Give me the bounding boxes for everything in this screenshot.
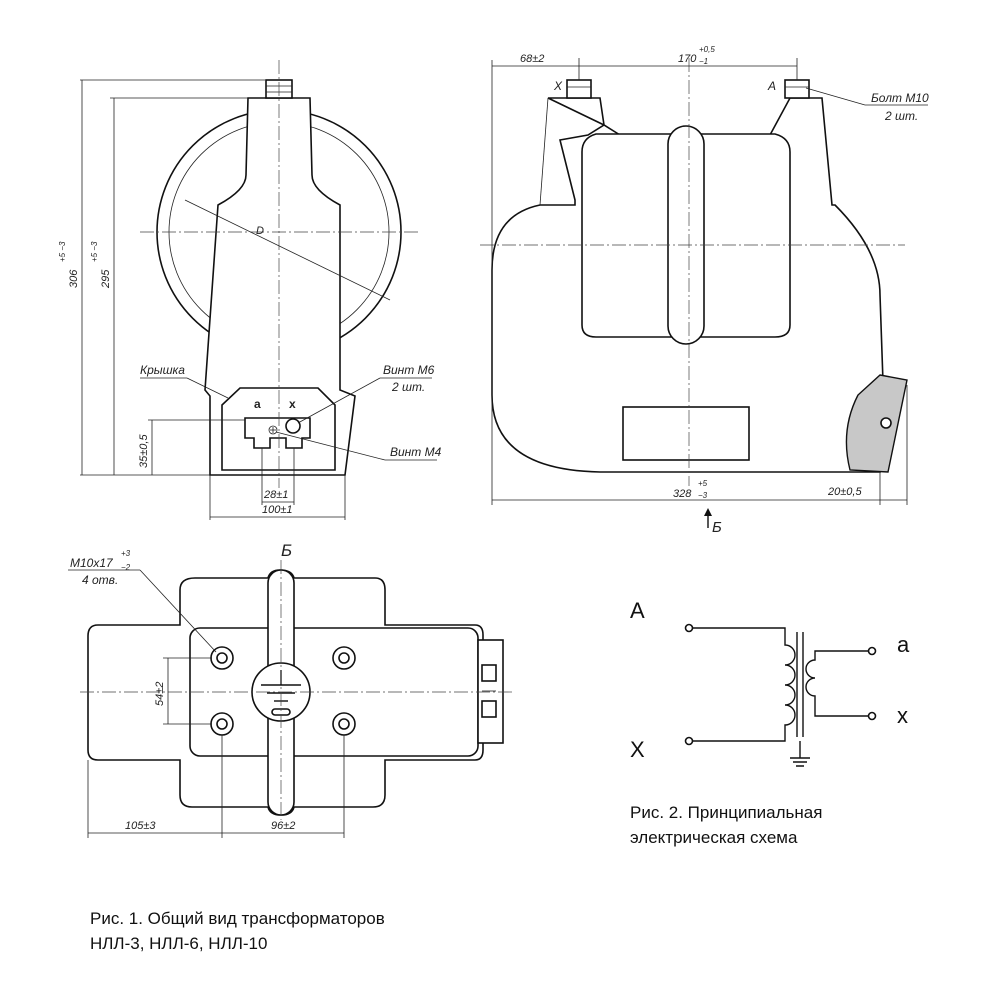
cover-label-a: а: [254, 397, 261, 411]
diameter-label: D: [256, 225, 264, 237]
label-vint-m4: Винт М4: [390, 445, 442, 459]
dim-295: 295: [100, 269, 112, 289]
dim-96: 96±2: [271, 820, 295, 832]
electrical-schematic: A X a x: [630, 598, 910, 767]
side-terminal-x: [566, 79, 592, 99]
side-terminal-a: [784, 79, 810, 99]
schematic-terminal-A: A: [630, 598, 645, 623]
view-b-arrow-label: Б: [712, 519, 722, 536]
label-m10-tol-dn: −2: [121, 563, 131, 572]
hole-2: [332, 646, 356, 670]
front-view: а х D 306 +5 −3 295 +5 −3 35±0,5 28±1 10…: [58, 60, 442, 520]
fig1-caption-line-2: НЛЛ-3, НЛЛ-6, НЛЛ-10: [90, 934, 268, 953]
label-vint-m6-qty: 2 шт.: [391, 380, 425, 394]
dim-28: 28±1: [263, 489, 288, 501]
secondary-winding: [805, 650, 868, 717]
front-cover: [221, 387, 336, 471]
terminal-a-label: A: [767, 79, 776, 93]
fig1-caption-line-1: Рис. 1. Общий вид трансформаторов: [90, 909, 385, 928]
mounting-holes: [210, 646, 356, 736]
terminal-x-label: X: [553, 79, 563, 93]
diameter-line: [184, 199, 391, 301]
bottom-view: Б M10x17 +3 −2 4 отв. 54±2: [68, 541, 515, 838]
dim-306-tol: +5 −3: [58, 241, 67, 262]
dim-328-tol-dn: −3: [698, 491, 708, 500]
primary-winding: [693, 627, 796, 742]
schematic-terminal-a: a: [897, 632, 910, 657]
dim-54: 54±2: [154, 682, 166, 706]
dim-295-tol: +5 −3: [90, 241, 99, 262]
dim-328-tol-up: +5: [698, 479, 708, 488]
dim-306: 306: [68, 269, 80, 288]
dim-20: 20±0,5: [827, 486, 862, 498]
side-view: 68±2 170 +0,5 −1 X A Болт М10 2 шт. 328 …: [480, 45, 929, 536]
label-kryshka: Крышка: [140, 363, 185, 377]
side-core-band: [667, 125, 705, 345]
fig2-caption-line-1: Рис. 2. Принципиальная: [630, 803, 823, 822]
figure-1-caption: Рис. 1. Общий вид трансформаторов НЛЛ-3,…: [90, 906, 385, 956]
label-vint-m6: Винт М6: [383, 363, 435, 377]
dim-105: 105±3: [125, 820, 156, 832]
hole-3: [210, 712, 234, 736]
dim-170-tol-dn: −1: [699, 57, 708, 66]
schematic-terminal-X: X: [630, 737, 645, 762]
fig2-caption-line-2: электрическая схема: [630, 828, 798, 847]
dim-170-tol-up: +0,5: [699, 45, 715, 54]
figure-2-caption: Рис. 2. Принципиальная электрическая схе…: [630, 800, 822, 850]
dim-328: 328: [673, 488, 692, 500]
label-m10-qty: 4 отв.: [82, 573, 118, 587]
schematic-terminal-x: x: [897, 703, 908, 728]
dim-68: 68±2: [520, 53, 544, 65]
dim-35: 35±0,5: [138, 434, 150, 468]
side-plate: [622, 406, 750, 461]
vint-m6-head: [285, 418, 301, 434]
label-m10-tol-up: +3: [121, 549, 131, 558]
view-b-label: Б: [281, 541, 292, 560]
label-m10: M10x17: [70, 556, 114, 570]
bottom-terminal-strip: [477, 639, 504, 744]
dim-170: 170: [678, 53, 697, 65]
ground-symbol: [790, 741, 810, 767]
label-bolt-m10: Болт М10: [871, 91, 929, 105]
cover-label-x: х: [289, 397, 296, 411]
hole-4: [332, 712, 356, 736]
side-hatched-section: [845, 374, 908, 473]
label-bolt-m10-qty: 2 шт.: [884, 109, 918, 123]
dim-100: 100±1: [262, 504, 293, 516]
